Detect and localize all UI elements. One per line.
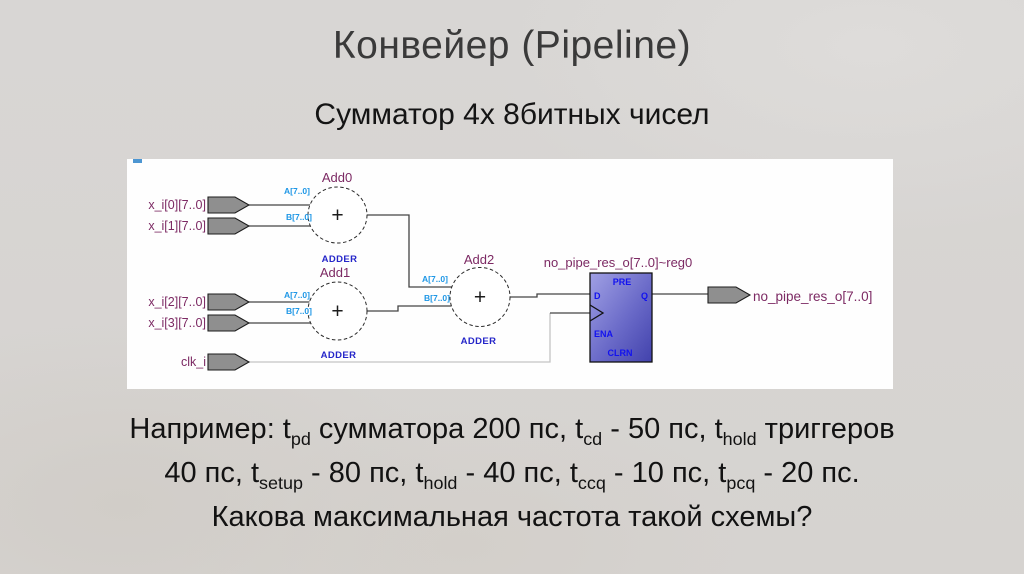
wire-add2-to-reg-d (510, 293, 590, 298)
adder-add0: + Add0 ADDER A[7..0] B[7..0] (284, 170, 368, 265)
schematic-panel: x_i[0][7..0] x_i[1][7..0] x_i[2][7..0] x… (127, 159, 893, 389)
input-port-xi1: x_i[1][7..0] (148, 217, 251, 235)
adder-add2: + Add2 ADDER A[7..0] B[7..0] (422, 252, 511, 347)
q-segment: - 80 пс, t (302, 457, 424, 489)
plus-icon: + (474, 286, 486, 309)
q-segment: 40 пс, t (164, 457, 260, 489)
question-line-1: Например: tpd сумматора 200 пс, tcd - 50… (0, 407, 1024, 451)
input-port-arrow-icon (207, 196, 251, 214)
q-segment: Например: t (129, 413, 291, 445)
wire-add0-to-add2 (367, 214, 454, 288)
adder-instance-label: Add0 (322, 170, 352, 185)
input-port-label: x_i[3][7..0] (148, 316, 206, 330)
q-subscript: cd (583, 428, 603, 449)
wire-add1-to-add2 (367, 305, 454, 312)
q-segment: - 10 пс, t (605, 457, 727, 489)
output-port-label: no_pipe_res_o[7..0] (753, 289, 872, 304)
input-port-xi0: x_i[0][7..0] (148, 196, 251, 214)
adder-symbol (449, 267, 511, 327)
input-port-label: x_i[2][7..0] (148, 295, 206, 309)
q-segment: сумматора 200 пс, t (310, 413, 584, 445)
rtl-schematic: x_i[0][7..0] x_i[1][7..0] x_i[2][7..0] x… (133, 159, 872, 371)
adder-instance-label: Add2 (464, 252, 494, 267)
input-port-xi2: x_i[2][7..0] (148, 293, 251, 311)
input-port-arrow-icon (207, 293, 251, 311)
adder-type-label: ADDER (461, 336, 497, 347)
q-subscript: hold (423, 472, 458, 493)
input-port-label: x_i[1][7..0] (148, 219, 206, 233)
adder-add1: + Add1 ADDER A[7..0] B[7..0] (284, 265, 368, 361)
q-segment: - 40 пс, t (457, 457, 578, 489)
q-subscript: ccq (577, 472, 606, 493)
q-subscript: setup (259, 472, 303, 493)
reg-pin-q: Q (641, 291, 648, 301)
output-port: no_pipe_res_o[7..0] (707, 286, 872, 304)
plus-icon: + (331, 300, 343, 323)
q-segment: - 50 пс, t (602, 413, 723, 445)
adder-type-label: ADDER (322, 254, 358, 265)
reg-pin-clrn: CLRN (608, 348, 633, 358)
clock-chevron-icon (589, 304, 605, 322)
adder-symbol (307, 186, 368, 244)
slide-title: Конвейер (Pipeline) (332, 24, 692, 67)
adder-instance-label: Add1 (320, 265, 350, 280)
plus-icon: + (331, 204, 343, 227)
adder-symbol (307, 281, 368, 341)
question-line-3: Какова максимальная частота такой схемы? (211, 501, 813, 533)
input-port-arrow-icon (207, 217, 251, 235)
bus-label-a: A[7..0] (422, 274, 448, 284)
question-line-2: 40 пс, tsetup - 80 пс, thold - 40 пс, tc… (0, 451, 1024, 495)
adder-type-label: ADDER (321, 350, 357, 361)
question-text: Например: tpd сумматора 200 пс, tcd - 50… (0, 407, 1024, 539)
bus-label-a: A[7..0] (284, 186, 310, 196)
bus-label-b: B[7..0] (424, 293, 450, 303)
q-subscript: hold (722, 428, 757, 449)
bus-label-b: B[7..0] (286, 306, 312, 316)
reg-pin-ena: ENA (594, 329, 614, 339)
input-port-clk: clk_i (181, 353, 251, 371)
register-instance-label: no_pipe_res_o[7..0]~reg0 (544, 255, 693, 270)
register-reg0: no_pipe_res_o[7..0]~reg0 PRE D Q ENA CLR… (544, 255, 693, 363)
reg-pin-d: D (594, 291, 601, 301)
reg-pin-pre: PRE (613, 277, 632, 287)
q-subscript: pd (290, 428, 311, 449)
slide-subtitle: Сумматор 4х 8битных чисел (314, 98, 710, 131)
input-port-label: clk_i (181, 355, 206, 369)
output-port-arrow-icon (707, 286, 752, 304)
input-port-arrow-icon (207, 314, 251, 332)
q-segment: триггеров (756, 413, 895, 445)
blue-tick-mark (133, 159, 142, 163)
input-port-xi3: x_i[3][7..0] (148, 314, 251, 332)
bus-label-a: A[7..0] (284, 290, 310, 300)
register-body (589, 272, 653, 363)
input-port-label: x_i[0][7..0] (148, 198, 206, 212)
input-port-arrow-icon (207, 353, 251, 371)
bus-label-b: B[7..0] (286, 212, 312, 222)
q-subscript: pcq (726, 472, 756, 493)
q-segment: - 20 пс. (755, 457, 860, 489)
wire-clk-route (249, 313, 551, 363)
